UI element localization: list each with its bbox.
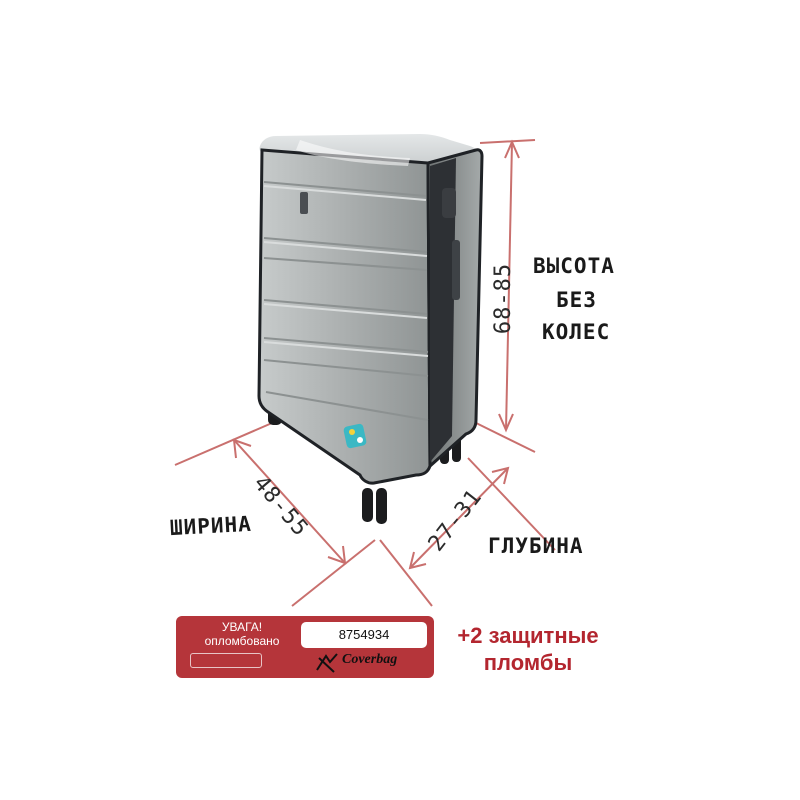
cover-glare bbox=[296, 140, 410, 166]
width-guide-front bbox=[291, 539, 376, 607]
logo-mark-icon bbox=[316, 653, 338, 673]
rib-highlight bbox=[263, 185, 427, 201]
rib bbox=[265, 391, 429, 421]
height-range: 68-85 bbox=[491, 262, 517, 335]
seal-blank-field bbox=[190, 653, 262, 668]
rib bbox=[263, 237, 428, 253]
sticker-dot bbox=[357, 437, 363, 443]
seal-number: 8754934 bbox=[338, 627, 390, 642]
height-arrow-top-head bbox=[504, 139, 520, 159]
height-guide-top bbox=[479, 139, 536, 144]
height-guide-bottom bbox=[469, 419, 536, 453]
promo-text: +2 защитные пломбы bbox=[438, 622, 618, 676]
wheel bbox=[376, 488, 387, 524]
seal-warning: УВАГА! опломбовано bbox=[186, 620, 298, 648]
height-arrow-bottom-head bbox=[498, 413, 514, 433]
depth-arrow-high-head bbox=[491, 466, 510, 485]
seal-brand: Coverbag bbox=[342, 652, 398, 667]
top-handle bbox=[300, 192, 308, 214]
rib-highlights bbox=[263, 185, 429, 357]
height-label-line-1: ВЫСОТА bbox=[533, 254, 615, 278]
rib bbox=[263, 359, 429, 377]
rib-highlight bbox=[263, 341, 429, 357]
promo-line-1: +2 защитные bbox=[457, 623, 599, 648]
width-guide-back bbox=[174, 422, 273, 466]
rib bbox=[263, 337, 429, 353]
logo-mark-stroke bbox=[318, 657, 335, 673]
height-arrow bbox=[505, 141, 513, 431]
width-label: ШИРИНА bbox=[169, 511, 253, 541]
width-arrow-top-head bbox=[232, 438, 252, 459]
rib-highlight bbox=[263, 241, 428, 257]
logo-mark-stroke bbox=[316, 653, 338, 671]
cover-sticker-icon bbox=[343, 423, 367, 449]
rib bbox=[263, 299, 428, 315]
coverbag-logo-icon: Coverbag bbox=[314, 650, 424, 676]
side-handle bbox=[442, 188, 456, 218]
seal-warning-line-2: опломбовано bbox=[204, 634, 280, 648]
seal-warning-line-1: УВАГА! bbox=[221, 620, 263, 634]
depth-arrow bbox=[409, 467, 509, 569]
suitcase-front-face bbox=[257, 148, 432, 485]
wheel bbox=[362, 488, 373, 522]
sticker-dot bbox=[349, 429, 355, 435]
depth-guide-front bbox=[379, 539, 433, 607]
width-arrow bbox=[233, 439, 346, 564]
depth-arrow-low-head bbox=[408, 551, 427, 570]
promo-line-2: пломбы bbox=[483, 650, 573, 675]
depth-label: ГЛУБИНА bbox=[488, 534, 584, 558]
rib bbox=[263, 181, 427, 197]
height-label-line-3: КОЛЕС bbox=[542, 320, 611, 344]
depth-guide-back bbox=[467, 457, 556, 551]
ribs bbox=[263, 181, 429, 421]
lock bbox=[452, 240, 460, 300]
dimension-lines bbox=[174, 139, 556, 607]
seal-tag: УВАГА! опломбовано 8754934 Coverbag bbox=[176, 616, 434, 678]
seal-number-box: 8754934 bbox=[301, 622, 427, 648]
zipper-strip bbox=[430, 158, 456, 462]
height-label-line-2: БЕЗ bbox=[556, 288, 597, 312]
rib bbox=[263, 257, 428, 271]
suitcase-icon bbox=[257, 134, 484, 524]
rib-highlight bbox=[263, 303, 428, 319]
width-arrow-bottom-head bbox=[327, 545, 347, 565]
